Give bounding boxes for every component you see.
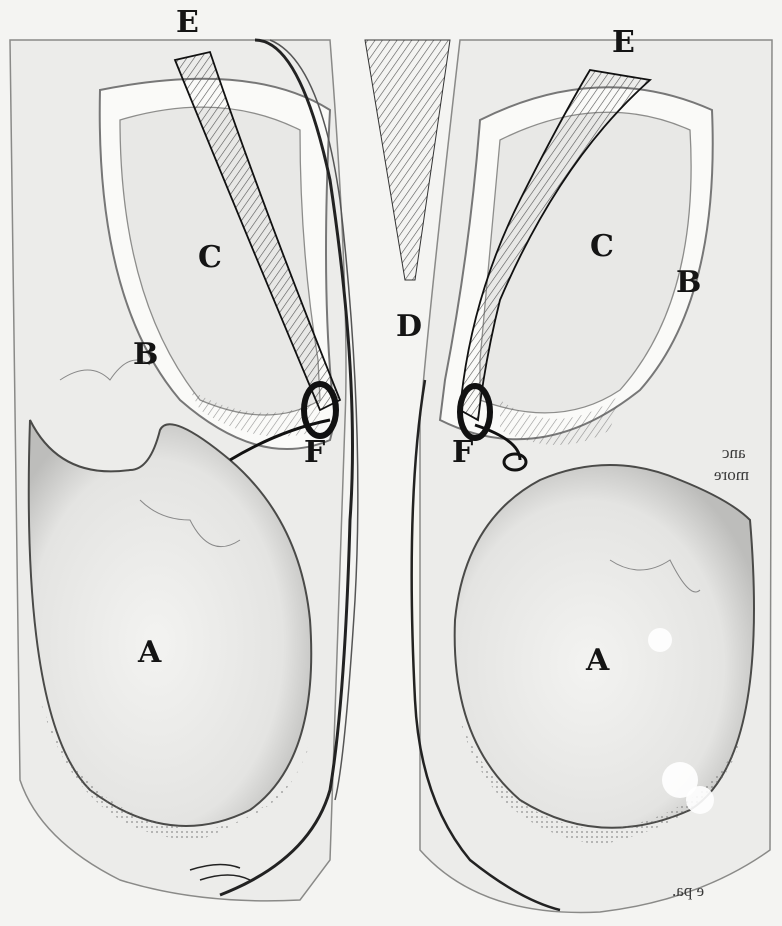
label-f-right: F (452, 438, 473, 468)
label-e-right: E (612, 28, 635, 58)
bleed-text-2: more (714, 466, 749, 483)
label-a-left: A (138, 638, 161, 668)
label-b-right: B (676, 268, 701, 298)
label-a-right: A (586, 646, 609, 676)
bleed-text-3: e pa. (672, 882, 704, 899)
label-c-left: C (198, 243, 222, 273)
bleed-text-1: anc (722, 444, 746, 461)
label-e-left: E (176, 8, 199, 38)
label-f-left: F (304, 438, 325, 468)
label-d-center: D (396, 312, 422, 342)
label-c-right: C (590, 232, 614, 262)
label-b-left: B (133, 340, 158, 370)
